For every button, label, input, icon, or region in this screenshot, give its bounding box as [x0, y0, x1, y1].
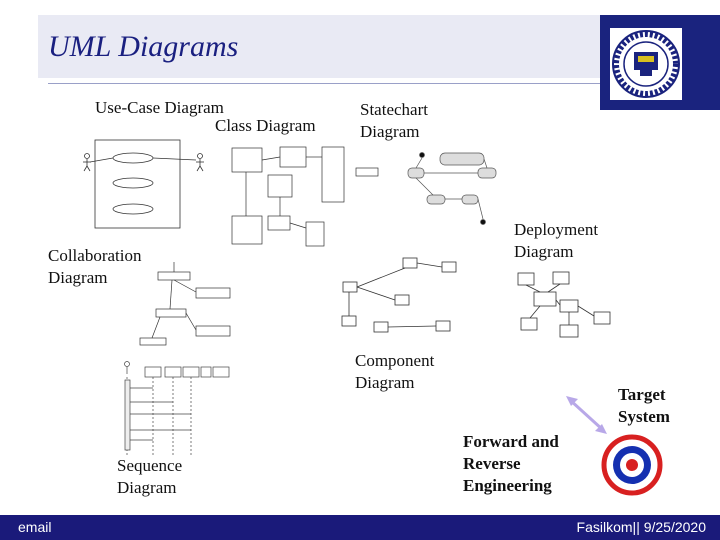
class-diagram-thumbnail	[231, 146, 379, 247]
slide-title: UML Diagrams	[48, 30, 239, 63]
component-diagram-thumbnail	[341, 257, 457, 333]
label-forward-reverse: Forward and Reverse Engineering	[463, 432, 559, 495]
use-case-diagram-thumbnail	[83, 139, 204, 229]
label-target-system: Target System	[618, 385, 670, 426]
statechart-diagram-thumbnail	[407, 152, 497, 225]
title-underline	[48, 83, 618, 84]
label-statechart: Statechart Diagram	[360, 100, 428, 141]
label-collaboration: Collaboration Diagram	[48, 246, 142, 287]
footer-right-bar	[70, 515, 720, 540]
double-arrow	[566, 396, 607, 434]
footer-email: email	[18, 519, 52, 535]
collaboration-diagram-thumbnail	[139, 262, 231, 346]
footer-info: Fasilkom|| 9/25/2020	[576, 519, 706, 535]
university-seal-logo	[612, 30, 680, 98]
deployment-diagram-thumbnail	[517, 271, 611, 338]
label-component: Component Diagram	[355, 351, 435, 392]
label-use-case: Use-Case Diagram	[95, 98, 224, 117]
label-sequence: Sequence Diagram	[117, 456, 183, 497]
target-icon	[601, 434, 663, 496]
title-bar	[38, 15, 613, 78]
label-class: Class Diagram	[215, 116, 316, 135]
label-deployment: Deployment Diagram	[514, 220, 599, 261]
footer-left-bar	[0, 515, 70, 540]
sequence-diagram-thumbnail	[124, 361, 230, 455]
